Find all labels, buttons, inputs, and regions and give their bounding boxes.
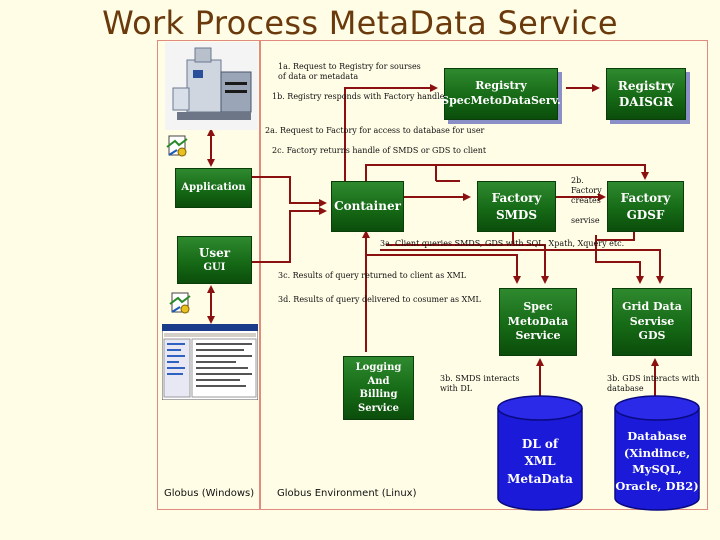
step-2b-label: 2b. Factory creates servise (571, 176, 602, 225)
linux-environment-frame (260, 40, 708, 510)
dl-xml-metadata-label: DL of XML MetaData (507, 437, 573, 486)
server-machine-icon (165, 42, 258, 130)
page-title: Work Process MetaData Service (102, 4, 618, 42)
user-gui-box: User GUI (177, 236, 252, 284)
step-3a-label: 3a. Client queries SMDS, GDS with SQL, X… (380, 239, 625, 248)
application-file-icon (166, 135, 188, 157)
app-to-container (252, 176, 327, 207)
gui-file-icon (169, 292, 191, 314)
relational-database-label: Database (Xindince, MySQL, Oracle, DB2) (615, 429, 699, 494)
factory-smds-box: Factory SMDS (477, 181, 556, 232)
step-3b-smds-label: 3b. SMDS interacts with DL (440, 374, 520, 393)
step-1b-label: 1b. Registry responds with Factory handl… (272, 92, 445, 101)
globus-linux-label: Globus Environment (Linux) (277, 488, 417, 499)
application-box: Application (175, 168, 252, 208)
step-1a-label: 1a. Request to Registry for sourses of d… (278, 62, 421, 81)
factory-to-gds (595, 235, 644, 284)
step-3b-gds-label: 3b. GDS interacts with database (607, 374, 700, 393)
step-2a-label: 2a. Request to Factory for access to dat… (265, 126, 485, 135)
container-to-gdsf (365, 164, 649, 181)
grid-data-service-box: Grid Data Servise GDS (612, 288, 692, 356)
container-box: Container (331, 181, 404, 232)
step-2c-label: 2c. Factory returns handle of SMDS or GD… (272, 146, 487, 155)
query-to-gds (380, 249, 664, 284)
step-3d-label: 3d. Results of query delivered to cosume… (278, 295, 481, 304)
globus-windows-label: Globus (Windows) (164, 488, 255, 499)
registry-daisgr-box: Registry DAISGR (606, 68, 686, 120)
dl-xml-metadata-database (497, 395, 583, 511)
windows-environment-frame (157, 40, 260, 510)
logging-billing-service-box: Logging And Billing Service (343, 356, 414, 420)
step-3c-label: 3c. Results of query returned to client … (278, 271, 467, 280)
gdsf-drop (596, 232, 635, 241)
query-to-spec-2 (386, 244, 549, 284)
registry-spec-metadata-box: Registry SpecMetoDataServ. (441, 68, 561, 120)
factory-gdsf-box: Factory GDSF (607, 181, 684, 232)
spec-metadata-service-box: Spec MetoData Service (499, 288, 577, 356)
user-gui-title: User (198, 246, 231, 261)
gui-screenshot-icon (162, 324, 258, 400)
user-gui-subtitle: GUI (203, 262, 226, 274)
query-to-spec (366, 254, 521, 284)
container-to-registry (344, 84, 438, 181)
relational-database (614, 395, 700, 511)
gui-to-container (252, 207, 327, 263)
